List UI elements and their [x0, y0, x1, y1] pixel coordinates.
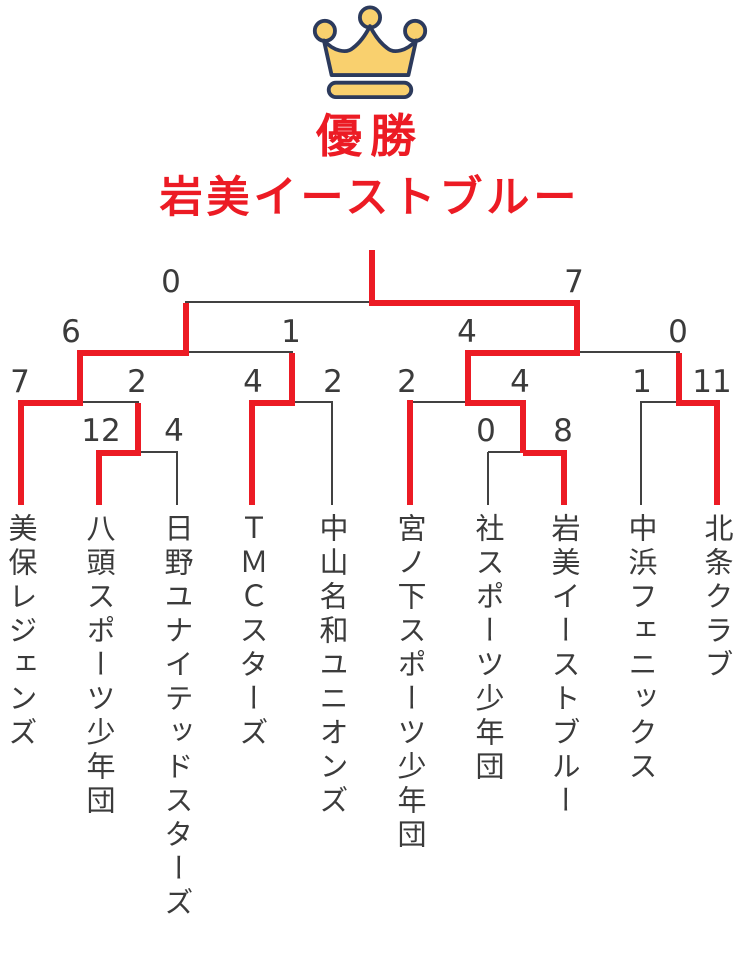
team-line-yashiro [487, 452, 489, 505]
winner-line [369, 300, 580, 306]
team-name-iwami: 岩美イーストブルー [547, 513, 581, 819]
winner-stem [574, 303, 580, 353]
team-name-yashiro: 社スポーツ少年団 [471, 513, 505, 785]
team-line-hino [176, 452, 178, 505]
winner-stem [676, 353, 682, 403]
bracket-line [640, 401, 680, 403]
score-r1-right-right: 8 [553, 413, 573, 449]
bracket-line [185, 301, 372, 303]
winner-line [676, 400, 720, 406]
champion-name: 岩美イーストブルー [159, 173, 581, 223]
winner-stem [465, 353, 471, 403]
team-line-hojo [714, 400, 720, 505]
winner-stem [520, 403, 526, 453]
score-sf-right-left: 4 [457, 314, 477, 350]
team-name-tmc: ＴＭＣスターズ [235, 513, 269, 751]
team-name-yazu: 八頭スポーツ少年団 [82, 513, 116, 819]
champion-label: 優勝 [316, 109, 424, 163]
score-qf4-right: 11 [692, 364, 732, 400]
score-qf3-left: 2 [397, 364, 417, 400]
team-name-nakayamanawa: 中山名和ユニオンズ [315, 513, 349, 819]
bracket-line [138, 451, 178, 453]
bracket-line [488, 451, 525, 453]
score-sf-right-right: 0 [668, 314, 688, 350]
score-r1-right-left: 0 [476, 413, 496, 449]
team-name-hojo: 北条クラブ [700, 513, 734, 683]
score-qf4-left: 1 [632, 364, 652, 400]
winner-line [77, 350, 189, 356]
bracket-line [292, 401, 333, 403]
team-line-tmc [249, 400, 255, 505]
team-name-miyanoshita: 宮ノ下スポーツ少年団 [393, 513, 427, 853]
team-name-nakahama: 中浜フェニックス [624, 513, 658, 785]
winner-line [249, 400, 295, 406]
team-line-nakayamanawa [331, 402, 333, 505]
score-qf1-left: 7 [10, 364, 30, 400]
winner-stem [183, 303, 189, 353]
team-name-miho: 美保レジェンズ [4, 513, 38, 751]
bracket-line [577, 351, 680, 353]
score-qf2-left: 4 [243, 364, 263, 400]
team-line-yazu [96, 450, 102, 505]
team-line-miyanoshita [407, 400, 413, 505]
score-qf3-right: 4 [510, 364, 530, 400]
winner-line [523, 450, 567, 456]
team-name-hino: 日野ユナイテッドスターズ [160, 513, 194, 921]
winner-line [96, 450, 141, 456]
team-line-miho [18, 400, 24, 505]
winner-stem [135, 403, 141, 453]
winner-stem [77, 353, 83, 403]
champion-stem [369, 250, 375, 303]
score-r1-left-right: 4 [164, 413, 184, 449]
winner-line [18, 400, 83, 406]
bracket-line [80, 401, 139, 403]
score-sf-left-right: 1 [281, 314, 301, 350]
crown-icon [302, 4, 438, 100]
score-final-left: 0 [161, 264, 181, 300]
winner-line [465, 400, 526, 406]
score-r1-left-left: 12 [81, 413, 121, 449]
score-qf1-right: 2 [127, 364, 147, 400]
score-qf2-right: 2 [323, 364, 343, 400]
winner-line [465, 350, 580, 356]
score-final-right: 7 [564, 264, 584, 300]
team-line-iwami [561, 450, 567, 505]
winner-stem [289, 353, 295, 403]
bracket-line [409, 401, 468, 403]
score-sf-left-left: 6 [61, 314, 81, 350]
team-line-nakahama [640, 402, 642, 505]
bracket-line [186, 351, 293, 353]
